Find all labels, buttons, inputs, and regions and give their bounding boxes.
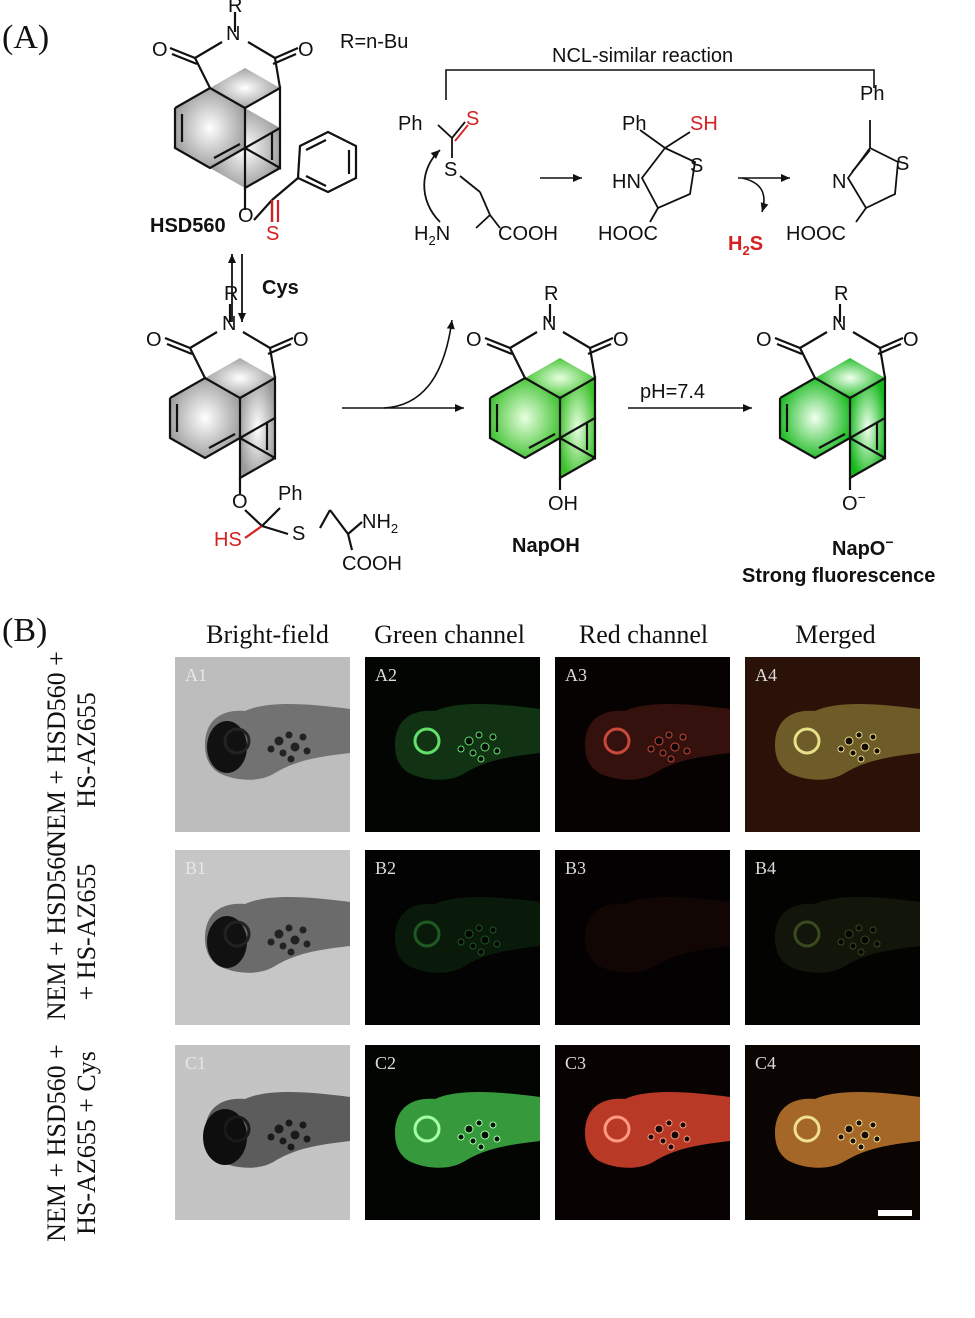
svg-text:N: N <box>832 171 846 193</box>
svg-text:O: O <box>146 329 162 351</box>
image-a4-merged: A4 <box>745 657 920 832</box>
svg-text:N: N <box>542 313 556 335</box>
cys-reagent: Cys <box>262 277 299 299</box>
svg-text:N: N <box>222 313 236 335</box>
svg-text:N: N <box>226 23 240 45</box>
dithioester-cys: Ph S S H2N COOH <box>398 108 558 248</box>
svg-text:O: O <box>298 39 314 61</box>
col-header-merged: Merged <box>795 620 876 649</box>
svg-text:N: N <box>832 313 846 335</box>
svg-text:COOH: COOH <box>342 553 402 575</box>
h2s-release <box>738 174 790 213</box>
row-label-c: NEM + HSD560 +HS-AZ655 + Cys <box>42 1044 101 1242</box>
svg-text:O: O <box>756 329 772 351</box>
image-b4-merged: B4 <box>745 850 920 1025</box>
image-b2-green-channel: B2 <box>365 850 540 1025</box>
svg-text:S: S <box>466 108 479 130</box>
svg-text:COOH: COOH <box>498 223 558 245</box>
image-c4-merged: C4 <box>745 1045 920 1220</box>
image-b3-red-channel: B3 <box>555 850 730 1025</box>
panel-b-label: (B) <box>2 612 48 649</box>
tetrahedral-intermediate: N R O O O Ph HS S NH2 COOH <box>146 283 402 575</box>
hsd560-label: HSD560 <box>150 215 226 237</box>
svg-text:SH: SH <box>690 113 718 135</box>
svg-text:S: S <box>896 153 909 175</box>
image-c2-green-channel: C2 <box>365 1045 540 1220</box>
ncl-reaction-title: NCL-similar reaction <box>552 45 733 67</box>
image-a1-bright-field: A1 <box>175 657 350 832</box>
thiazoline-product: Ph S N HOOC <box>786 83 909 245</box>
svg-text:R: R <box>544 283 558 305</box>
thiazolidine-intermediate: Ph SH S HN HOOC <box>598 113 718 245</box>
napo-label: NapO− <box>832 534 894 560</box>
svg-text:O: O <box>238 205 254 227</box>
napo-structure: N R O O O− NapO− Strong fluorescence <box>742 283 935 587</box>
svg-text:R: R <box>834 283 848 305</box>
reaction-scheme: (A) <box>2 0 935 587</box>
svg-text:O: O <box>903 329 919 351</box>
svg-text:O: O <box>613 329 629 351</box>
svg-text:HN: HN <box>612 171 641 193</box>
svg-text:S: S <box>292 523 305 545</box>
svg-text:S: S <box>690 155 703 177</box>
panel-a-label: (A) <box>2 19 49 56</box>
r-definition: R=n-Bu <box>340 31 408 53</box>
ph-condition: pH=7.4 <box>640 381 705 403</box>
image-b1-bright-field: B1 <box>175 850 350 1025</box>
equilibrium-arrows <box>228 254 246 322</box>
svg-text:H2N: H2N <box>414 223 450 248</box>
image-c1-bright-field: C1 <box>175 1045 350 1220</box>
hsd560-structure: N R O O O S R=n-Bu HSD560 <box>150 0 408 245</box>
svg-text:HOOC: HOOC <box>598 223 658 245</box>
svg-text:HS: HS <box>214 529 242 551</box>
col-header-green: Green channel <box>374 620 525 649</box>
svg-text:S: S <box>444 159 457 181</box>
ncl-bracket <box>445 69 875 100</box>
image-c3-red-channel: C3 <box>555 1045 730 1220</box>
svg-text:O: O <box>293 329 309 351</box>
svg-text:Ph: Ph <box>398 113 422 135</box>
svg-text:O: O <box>466 329 482 351</box>
image-a3-red-channel: A3 <box>555 657 730 832</box>
scale-bar <box>878 1210 912 1216</box>
svg-text:O: O <box>152 39 168 61</box>
cleavage-arrow <box>342 319 464 412</box>
svg-text:R: R <box>224 283 238 305</box>
svg-text:OH: OH <box>548 493 578 515</box>
svg-text:HOOC: HOOC <box>786 223 846 245</box>
strong-fluorescence-label: Strong fluorescence <box>742 565 935 587</box>
napoh-structure: N R O O OH NapOH <box>466 283 629 557</box>
svg-text:S: S <box>266 223 279 245</box>
col-header-red: Red channel <box>578 620 709 649</box>
napoh-label: NapOH <box>512 535 580 557</box>
svg-text:R: R <box>228 0 242 17</box>
h2s-label: H2S <box>728 233 763 258</box>
svg-text:Ph: Ph <box>622 113 646 135</box>
svg-text:O−: O− <box>842 489 866 515</box>
svg-text:Ph: Ph <box>278 483 302 505</box>
image-a2-green-channel: A2 <box>365 657 540 832</box>
svg-text:NH2: NH2 <box>362 511 398 536</box>
svg-text:Ph: Ph <box>860 83 884 105</box>
col-header-bright-field: Bright-field <box>206 620 329 649</box>
svg-text:O: O <box>232 491 248 513</box>
